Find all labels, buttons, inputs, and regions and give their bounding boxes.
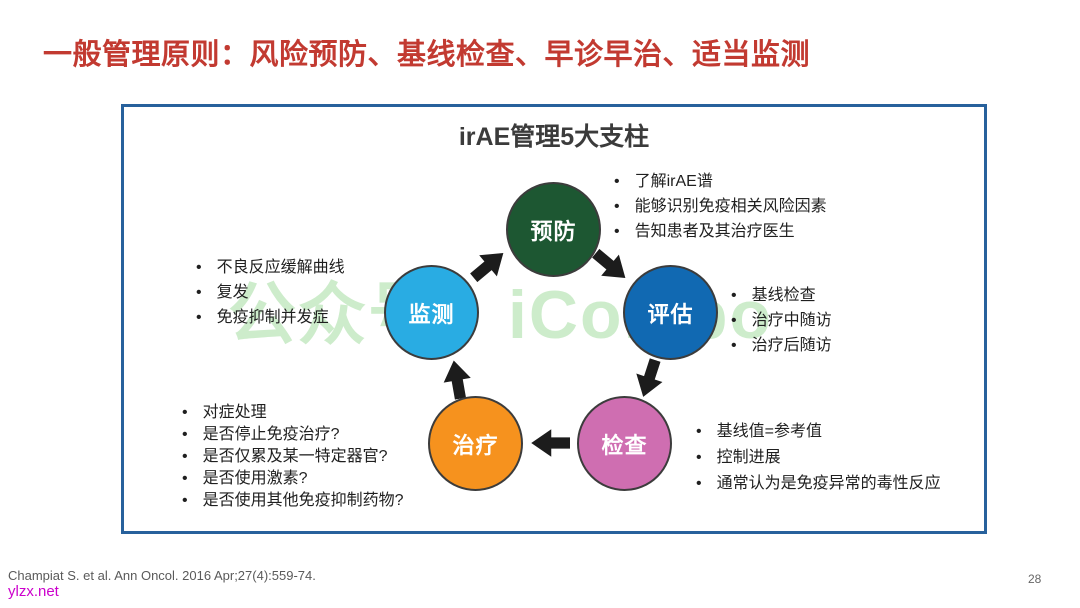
- monitoring-bullet-list: 不良反应缓解曲线复发免疫抑制并发症: [196, 255, 406, 330]
- prevention-bullet-list: 了解irAE谱能够识别免疫相关风险因素告知患者及其治疗医生: [614, 169, 827, 244]
- arrow-prevention-to-assessment-icon: [586, 242, 636, 291]
- diagram-title: irAE管理5大支柱: [458, 123, 650, 151]
- node-assessment-label: 评估: [647, 301, 694, 327]
- bullet-item: 对症处理: [182, 402, 404, 424]
- bullet-item: 通常认为是免疫异常的毒性反应: [696, 471, 968, 497]
- node-treatment: 治疗: [428, 396, 523, 491]
- bullet-item: 控制进展: [696, 445, 968, 471]
- node-prevention: 预防: [506, 182, 601, 277]
- bullet-item: 治疗后随访: [731, 333, 832, 358]
- arrow-examination-to-treatment-icon: [530, 428, 570, 458]
- node-treatment-label: 治疗: [452, 432, 499, 458]
- arrow-treatment-to-monitoring-icon: [439, 357, 475, 402]
- bullet-item: 能够识别免疫相关风险因素: [614, 194, 827, 219]
- citation-text: Champiat S. et al. Ann Oncol. 2016 Apr;2…: [8, 568, 316, 583]
- bullet-item: 基线值=参考值: [696, 419, 968, 445]
- page-number: 28: [1028, 572, 1042, 586]
- treatment-bullet-list: 对症处理是否停止免疫治疗?是否仅累及某一特定器官?是否使用激素?是否使用其他免疫…: [182, 402, 404, 512]
- bullet-item: 是否停止免疫治疗?: [182, 424, 404, 446]
- arrow-monitoring-to-prevention-icon: [464, 241, 514, 290]
- node-examination: 检查: [577, 396, 672, 491]
- slide-title: 一般管理原则：风险预防、基线检查、早诊早治、适当监测: [43, 39, 811, 71]
- assessment-bullet-list: 基线检查治疗中随访治疗后随访: [731, 283, 832, 358]
- node-prevention-label: 预防: [530, 218, 577, 244]
- bullet-item: 不良反应缓解曲线: [196, 255, 406, 280]
- bullet-item: 是否使用激素?: [182, 468, 404, 490]
- arrow-assessment-to-examination-icon: [629, 355, 670, 402]
- bullet-item: 治疗中随访: [731, 308, 832, 333]
- examination-bullet-list: 基线值=参考值控制进展通常认为是免疫异常的毒性反应: [696, 419, 968, 497]
- bullet-item: 了解irAE谱: [614, 169, 827, 194]
- node-examination-label: 检查: [601, 432, 648, 458]
- site-link[interactable]: ylzx.net: [8, 583, 59, 600]
- bullet-item: 免疫抑制并发症: [196, 305, 406, 330]
- bullet-item: 基线检查: [731, 283, 832, 308]
- bullet-item: 是否仅累及某一特定器官?: [182, 446, 404, 468]
- node-assessment: 评估: [623, 265, 718, 360]
- bullet-item: 复发: [196, 280, 406, 305]
- node-monitoring-label: 监测: [408, 301, 455, 327]
- bullet-item: 是否使用其他免疫抑制药物?: [182, 490, 404, 512]
- bullet-item: 告知患者及其治疗医生: [614, 219, 827, 244]
- diagram-frame: irAE管理5大支柱 公众号：iCombo 预防 评估 检查 治疗 监测: [121, 104, 987, 534]
